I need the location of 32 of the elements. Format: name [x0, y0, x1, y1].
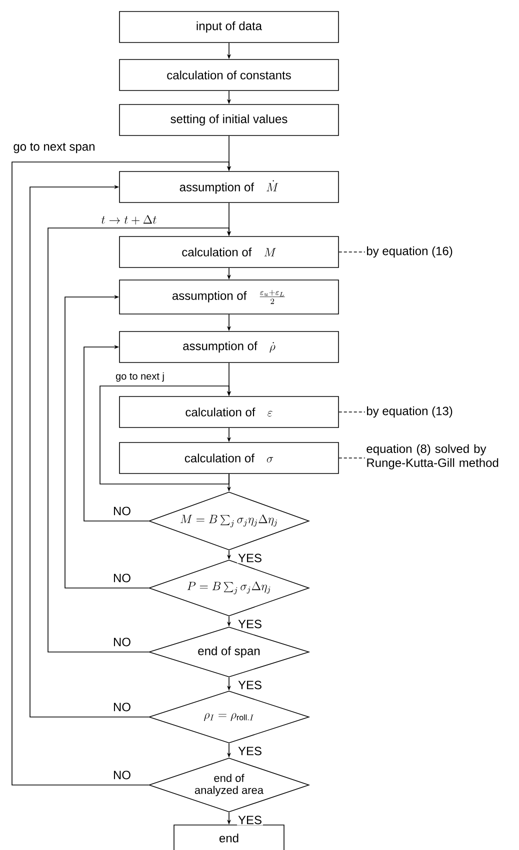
edge-label: YES — [237, 680, 263, 690]
edge-label: NO — [112, 506, 132, 516]
loop-label: $t \rightarrow t+\Delta t$ — [101, 215, 156, 225]
process-box: assumption of $\frac{\varepsilon_u+\varepsilon_L}{2}$ — [119, 280, 339, 314]
process-box: assumption of $\dot{M}$ — [119, 171, 339, 203]
process-box: input of data — [119, 11, 339, 43]
arrow — [30, 184, 149, 718]
edge-label: YES — [237, 814, 263, 826]
process-box: calculation of constants — [119, 59, 339, 91]
annotation-text: equation (8) solved by Runge-Kutta-Gill method — [366, 444, 498, 470]
process-box: calculation of $\sigma$ — [119, 442, 339, 474]
annotation-text: by equation (16) — [366, 246, 452, 258]
process-box: setting of initial values — [119, 104, 339, 136]
edge-label: YES — [237, 618, 263, 630]
edge-label: NO — [112, 636, 132, 648]
edge-label: go to next j — [114, 371, 166, 383]
process-box: calculation of $M$ — [119, 236, 339, 268]
edge-label: YES — [237, 746, 263, 756]
edge-label: NO — [112, 770, 132, 780]
process-box: end — [174, 824, 284, 850]
arrow — [12, 162, 232, 786]
process-box: calculation of $\varepsilon$ — [119, 396, 339, 428]
loop-label: go to next span — [14, 142, 94, 154]
arrow — [48, 228, 232, 652]
arrow — [84, 344, 149, 522]
edge-label: YES — [237, 552, 263, 564]
arrow — [64, 294, 149, 588]
process-box: assumption of $\dot{\rho}$ — [119, 331, 339, 363]
edge-label: NO — [112, 572, 132, 584]
arrow — [100, 386, 232, 484]
annotation-text: by equation (13) — [366, 406, 452, 418]
edge-label: NO — [112, 702, 132, 712]
